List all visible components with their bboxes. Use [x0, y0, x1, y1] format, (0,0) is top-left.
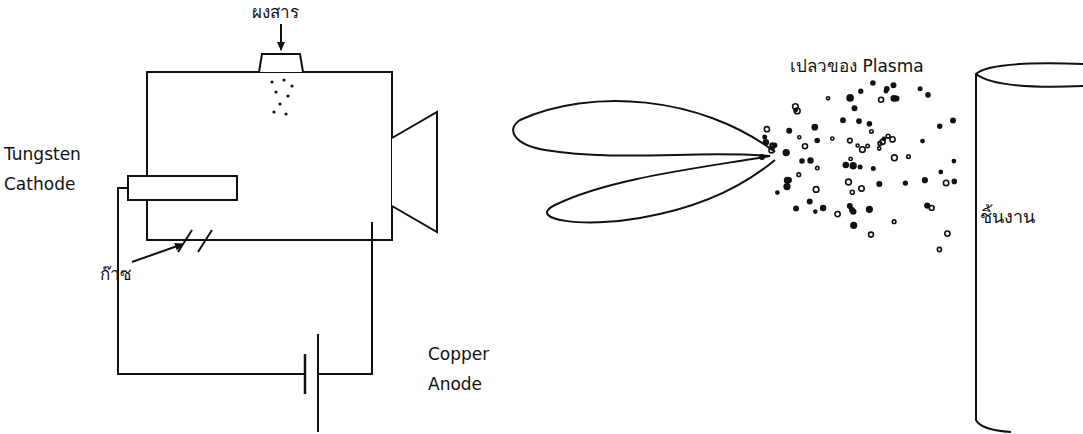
gas-inlet-mark	[198, 230, 212, 252]
workpiece: ชิ้นงาน	[966, 58, 1083, 434]
workpiece-outline	[966, 58, 1083, 434]
powder-arrow	[280, 24, 282, 50]
battery-plate	[317, 334, 319, 432]
cathode-wire	[118, 188, 305, 374]
plasma-flame-label: เปลวของ Plasma	[790, 56, 924, 76]
gas-label: ก๊าซ	[100, 264, 132, 284]
anode-label: Copper Anode	[428, 340, 508, 400]
torch-chamber	[147, 72, 392, 240]
copper-anode-nozzle	[392, 112, 437, 232]
anode-wire	[318, 222, 372, 374]
powder-particles	[270, 78, 293, 115]
powder-feeder	[259, 54, 303, 72]
workpiece-label: ชิ้นงาน	[980, 202, 1035, 231]
tungsten-cathode	[128, 176, 237, 200]
gas-inlet-mark	[178, 230, 192, 252]
battery-plate	[304, 354, 307, 394]
plasma-flame	[513, 101, 775, 222]
powder-label: ผงสาร	[252, 2, 299, 22]
spray-particles	[760, 81, 957, 252]
gas-arrow	[132, 244, 183, 262]
cathode-label: Tungsten Cathode	[4, 140, 104, 200]
